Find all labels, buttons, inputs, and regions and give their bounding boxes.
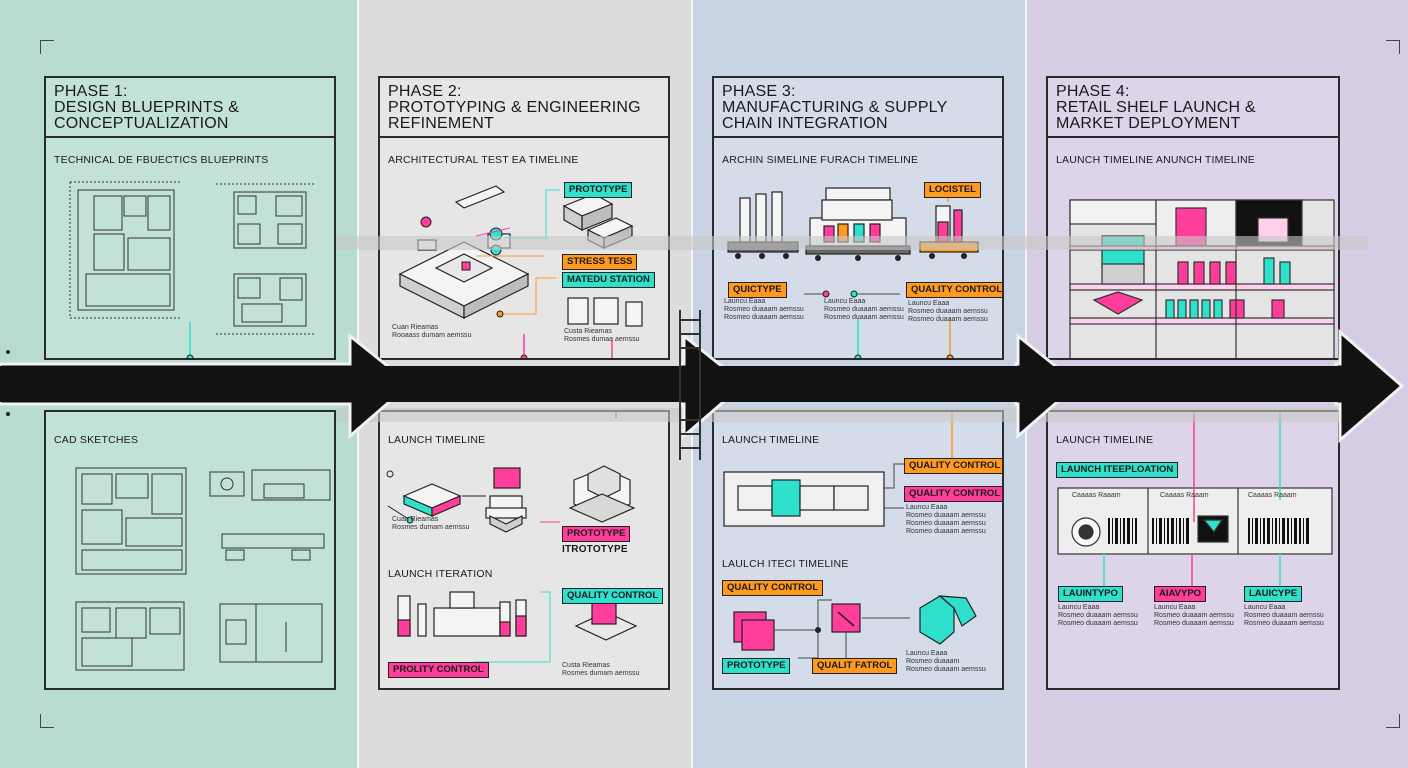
phase-2-title-line2: PROTOTYPING & ENGINEERING <box>388 99 641 116</box>
supply-chain-flow <box>723 412 977 660</box>
card-header: Caaaas Raaam <box>1160 492 1209 499</box>
tag-quality-control: QUALITY CONTROL <box>904 486 1002 502</box>
tag-launch-iteration: LAUNCH ITEEPLOATION <box>1056 462 1179 478</box>
phase-1-top-panel: PHASE 1: DESIGN BLUEPRINTS & CONCEPTUALI… <box>44 76 336 360</box>
phase-3-bottom-label: LAUNCH TIMELINE <box>722 434 820 446</box>
card-header: Caaaas Raaam <box>1072 492 1121 499</box>
phase-1-title: PHASE 1: DESIGN BLUEPRINTS & CONCEPTUALI… <box>54 84 239 132</box>
tag-locistel: LOCISTEL <box>924 182 981 198</box>
corner-mark <box>40 714 54 728</box>
barcode <box>1108 518 1309 544</box>
phase-3-top-label: ARCHIN SIMELINE FURACH TIMELINE <box>722 154 919 166</box>
phase-3-title: PHASE 3: MANUFACTURING & SUPPLY CHAIN IN… <box>722 84 947 132</box>
prototype-iteration-drawings <box>386 412 638 663</box>
title-divider <box>1048 136 1338 138</box>
tag-quality-control: QUALITY CONTROL <box>906 282 1002 298</box>
phase-1-title-line1: PHASE 1: <box>54 83 128 100</box>
tag-prototype: PROTOTYPE <box>722 658 791 674</box>
caption: Cuan Rieamas Rosmes dumam aemssu <box>392 516 470 531</box>
caption: Launcu Eaaa Rosmeo duaaam aemssu Rosmeo … <box>824 298 904 321</box>
phase-2-title: PHASE 2: PROTOTYPING & ENGINEERING REFIN… <box>388 84 641 132</box>
tag-launch-type: LAUICYPE <box>1244 586 1303 602</box>
tag-prototype: PROTOTYPE <box>564 182 633 198</box>
tag-quality-control: PROLITY CONTROL <box>388 662 489 678</box>
tag-stress-test: STRESS TESS <box>562 254 638 270</box>
tag-prototype: PROTOTYPE <box>562 526 631 542</box>
phase-3-title-line2: MANUFACTURING & SUPPLY <box>722 99 948 116</box>
phase-2-top-panel: PHASE 2: PROTOTYPING & ENGINEERING REFIN… <box>378 76 670 360</box>
phase-1-bottom-panel: CAD SKETCHES <box>44 410 336 690</box>
tag-quality-control: QUALITY CONTROL <box>562 588 664 604</box>
caption: Launcu Eaaa Rosmeo duaaam aemssu Rosmeo … <box>724 298 804 321</box>
tag-launch-type: LAUINTYPO <box>1058 586 1123 602</box>
corner-mark <box>40 40 54 54</box>
arrow-head <box>1334 328 1405 444</box>
phase-3-title-line3: CHAIN INTEGRATION <box>722 115 888 132</box>
caption: Launcu Eaaa Rosmeo duaaam aemssu Rosmeo … <box>1058 604 1138 627</box>
card-header: Caaaas Raaam <box>1248 492 1297 499</box>
corner-mark <box>1386 40 1400 54</box>
phase-2-bottom-panel: LAUNCH TIMELINE <box>378 410 670 690</box>
phase-2-title-line3: REFINEMENT <box>388 115 494 132</box>
caption: Custa Rieamas Rosmes dumaa aemssu <box>564 328 640 343</box>
tag-quality-control: QUALIT FATROL <box>812 658 898 674</box>
ladder-connector <box>679 310 701 460</box>
phase-1-bottom-label: CAD SKETCHES <box>54 434 139 446</box>
title-divider <box>380 136 668 138</box>
product-labels-barcodes <box>1057 412 1333 588</box>
phase-4-top-label: LAUNCH TIMELINE ANUNCH TIMELINE <box>1056 154 1255 166</box>
phase-4-title-line1: PHASE 4: <box>1056 83 1130 100</box>
tag-quality-control: QUALITY CONTROL <box>904 458 1002 474</box>
caption: Launcu Eaaa Rosmeo duaaam aemssu Rosmeo … <box>1244 604 1324 627</box>
phase-2-bottom-label-2: LAUNCH ITERATION <box>388 568 493 580</box>
phase-2-top-label: ARCHITECTURAL TEST EA TIMELINE <box>388 154 579 166</box>
phase-1-title-line2: DESIGN BLUEPRINTS & <box>54 99 240 116</box>
caption: Cuan Rieamas Rooaass dumam aemssu <box>392 324 472 339</box>
arrow-shaft <box>0 366 1340 402</box>
caption: Launcu Eaaa Rosmeo duaaam aemssu Rosmeo … <box>906 504 986 535</box>
prototype-isometric-assembly <box>398 185 643 358</box>
cad-sketches <box>75 467 331 671</box>
phase-2-title-line1: PHASE 2: <box>388 83 462 100</box>
tag-quality-control: QUALITY CONTROL <box>722 580 824 596</box>
phase-4-title-line3: MARKET DEPLOYMENT <box>1056 115 1241 132</box>
caption: Custa Rieamas Rosmes dumam aemssu <box>562 662 640 677</box>
phase-4-bottom-panel: LAUNCH TIMELINE LAUNCH ITEEPLOATION <box>1046 410 1340 690</box>
phase-4-bottom-label: LAUNCH TIMELINE <box>1056 434 1154 446</box>
phase-1-title-line3: CONCEPTUALIZATION <box>54 115 229 132</box>
title-divider <box>714 136 1002 138</box>
blueprint-floorplans <box>69 181 316 358</box>
corner-mark <box>1386 714 1400 728</box>
caption: Launcu Eaaa Rosmeo duaaam aemssu Rosmeo … <box>1154 604 1234 627</box>
caption: Launcu Eaaa Rosmeo duaaam Rosmeo duaaam … <box>906 650 986 673</box>
phase-3-bottom-panel: LAUNCH TIMELINE QUALITY CONTROL QUALITY … <box>712 410 1004 690</box>
phase-3-bottom-label-2: LAULCH ITECI TIMELINE <box>722 558 849 570</box>
phase-2-bottom-label: LAUNCH TIMELINE <box>388 434 486 446</box>
tag-launch-type: AIAVYPO <box>1154 586 1207 602</box>
phase-4-title-line2: RETAIL SHELF LAUNCH & <box>1056 99 1256 116</box>
phase-4-title: PHASE 4: RETAIL SHELF LAUNCH & MARKET DE… <box>1056 84 1256 132</box>
tag-quictype: QUICTYPE <box>728 282 787 298</box>
title-divider <box>46 136 334 138</box>
phase-3-title-line1: PHASE 3: <box>722 83 796 100</box>
tag-station: MATEDU STATION <box>562 272 655 288</box>
label-prototype: ITROTOTYPE <box>562 544 628 555</box>
caption: Launcu Eaaa Rosmeo duaaam aemssu Rosmeo … <box>908 300 988 323</box>
phase-1-top-label: TECHNICAL DE FBUECTICS BLUEPRINTS <box>54 154 269 166</box>
phase-4-top-panel: PHASE 4: RETAIL SHELF LAUNCH & MARKET DE… <box>1046 76 1340 360</box>
